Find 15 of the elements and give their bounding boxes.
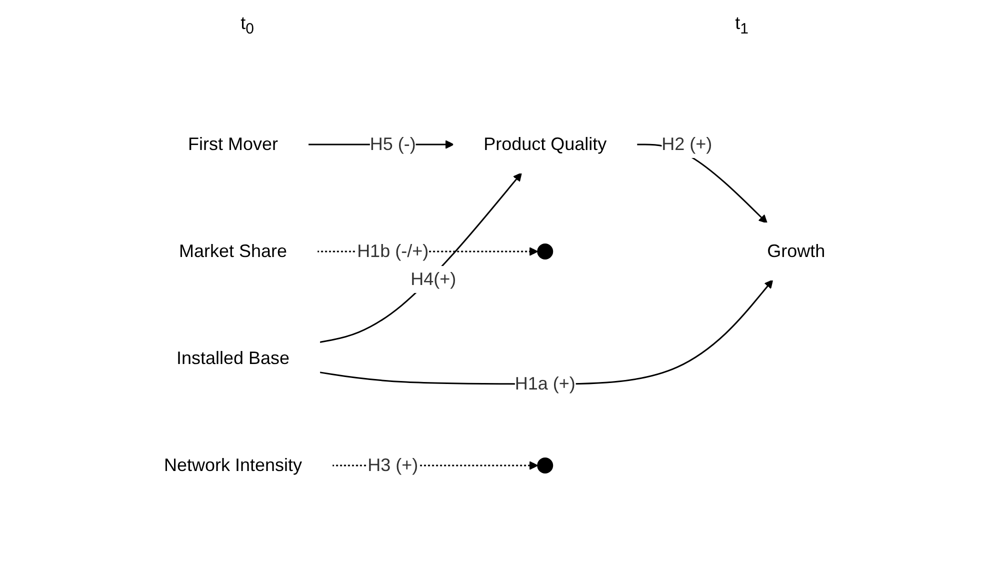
- node-text: Network Intensity: [164, 455, 302, 475]
- node-text: First Mover: [188, 134, 278, 154]
- node-text: Growth: [767, 241, 826, 261]
- edge-label: H5 (-): [370, 134, 416, 154]
- edge-label: H1b (-/+): [356, 241, 428, 261]
- edge-label: H1a (+): [514, 374, 576, 394]
- edge-label: H2 (+): [662, 134, 712, 154]
- arrow: [319, 172, 522, 343]
- node-text: Market Share: [178, 241, 287, 261]
- node-text: Product Quality: [483, 134, 607, 154]
- node-text: Installed Base: [176, 348, 290, 368]
- edge-label: H3 (+): [367, 455, 418, 475]
- time-label: t$_{1}$: [735, 12, 748, 38]
- edge-label: H4(+): [410, 268, 456, 289]
- time-label: t$_{0}$: [240, 12, 254, 38]
